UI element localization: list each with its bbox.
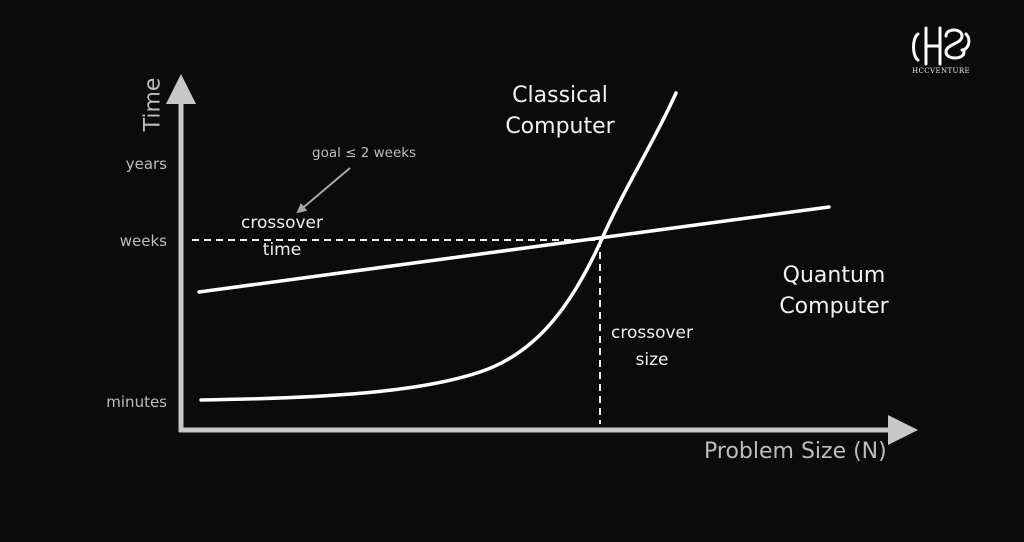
- y-tick-weeks: weeks: [119, 232, 167, 250]
- logo-caption: HCCVENTURE: [911, 67, 971, 75]
- classical-computer-label: Classical Computer: [505, 83, 615, 139]
- x-axis-label: Problem Size (N): [704, 439, 887, 464]
- y-axis-arrowhead: [166, 74, 196, 104]
- crossover-size-label: crossover size: [611, 323, 693, 370]
- y-tick-years: years: [125, 155, 167, 173]
- crossover-time-label: crossover time: [241, 213, 323, 260]
- y-axis-label: Time: [140, 77, 166, 132]
- classical-computer-curve: [199, 91, 678, 402]
- goal-arrow: [296, 167, 351, 214]
- quantum-computer-label: Quantum Computer: [779, 263, 889, 319]
- quantum-computer-line: [197, 205, 831, 294]
- y-tick-minutes: minutes: [106, 393, 167, 411]
- goal-annotation: goal ≤ 2 weeks: [312, 145, 417, 161]
- x-axis-arrowhead: [888, 415, 918, 445]
- hs-monogram-logo: [912, 26, 971, 66]
